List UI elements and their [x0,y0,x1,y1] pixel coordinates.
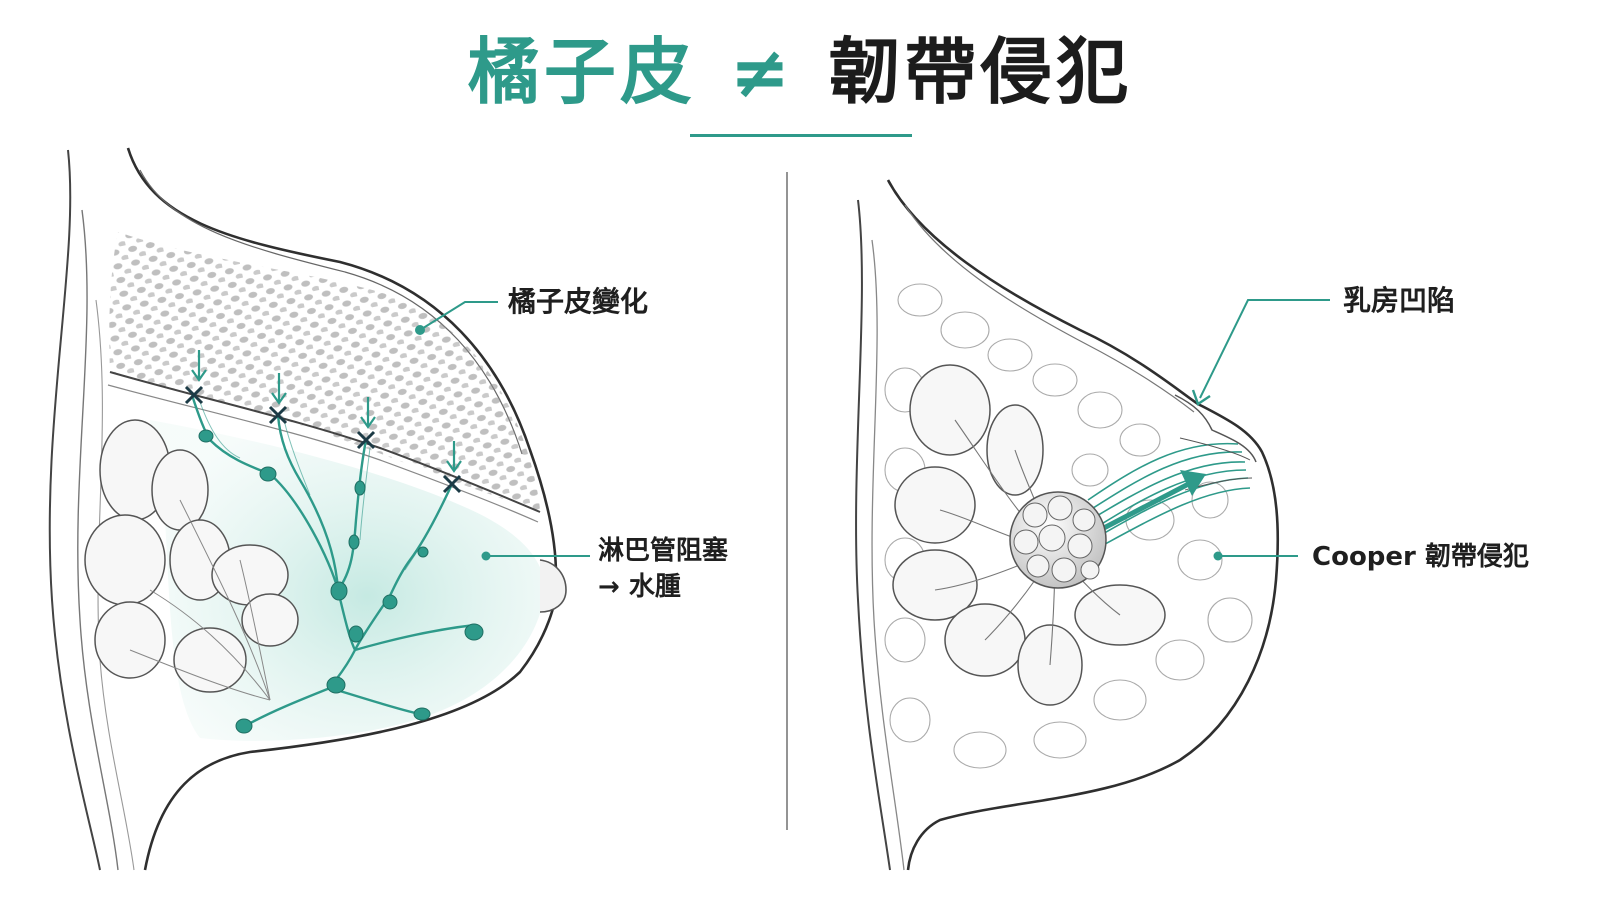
left-nipple [539,559,567,613]
left-glandular-lobules [84,419,299,693]
left-breast [48,147,590,871]
callout-lymphatic-obstruction: 淋巴管阻塞 [598,536,729,566]
right-breast-outline [886,179,1280,871]
callout-orange-peel-change: 橘子皮變化 [508,285,649,318]
callout-line-dimple [1199,299,1330,399]
title-ligament-invasion: 韌帶侵犯 [828,30,1133,114]
skin-dimple [1174,394,1257,463]
callout-line-skin [419,301,498,331]
title-underline [690,134,912,137]
peau-d-orange-skin [109,232,541,512]
callout-breast-dimpling: 乳房凹陷 [1343,284,1456,317]
right-breast [855,179,1330,871]
callout-cooper-ligament-invasion: Cooper 韌帶侵犯 [1312,542,1529,572]
right-chest-wall [855,199,891,871]
blocked-x-icon [184,385,462,494]
tumor-icon [1009,491,1107,589]
arrow-down-icon [191,350,462,473]
not-equal-icon: ≠ [729,30,795,114]
ligament-arrow-icon [1098,475,1202,533]
left-chest-wall [48,149,101,871]
lymph-node-icon [198,429,484,734]
title-orange-peel: 橘子皮 [467,30,696,114]
edema-region [150,420,545,741]
callout-edema: → 水腫 [598,572,681,602]
page-title: 橘子皮 ≠ 韌帶侵犯 [0,22,1600,122]
